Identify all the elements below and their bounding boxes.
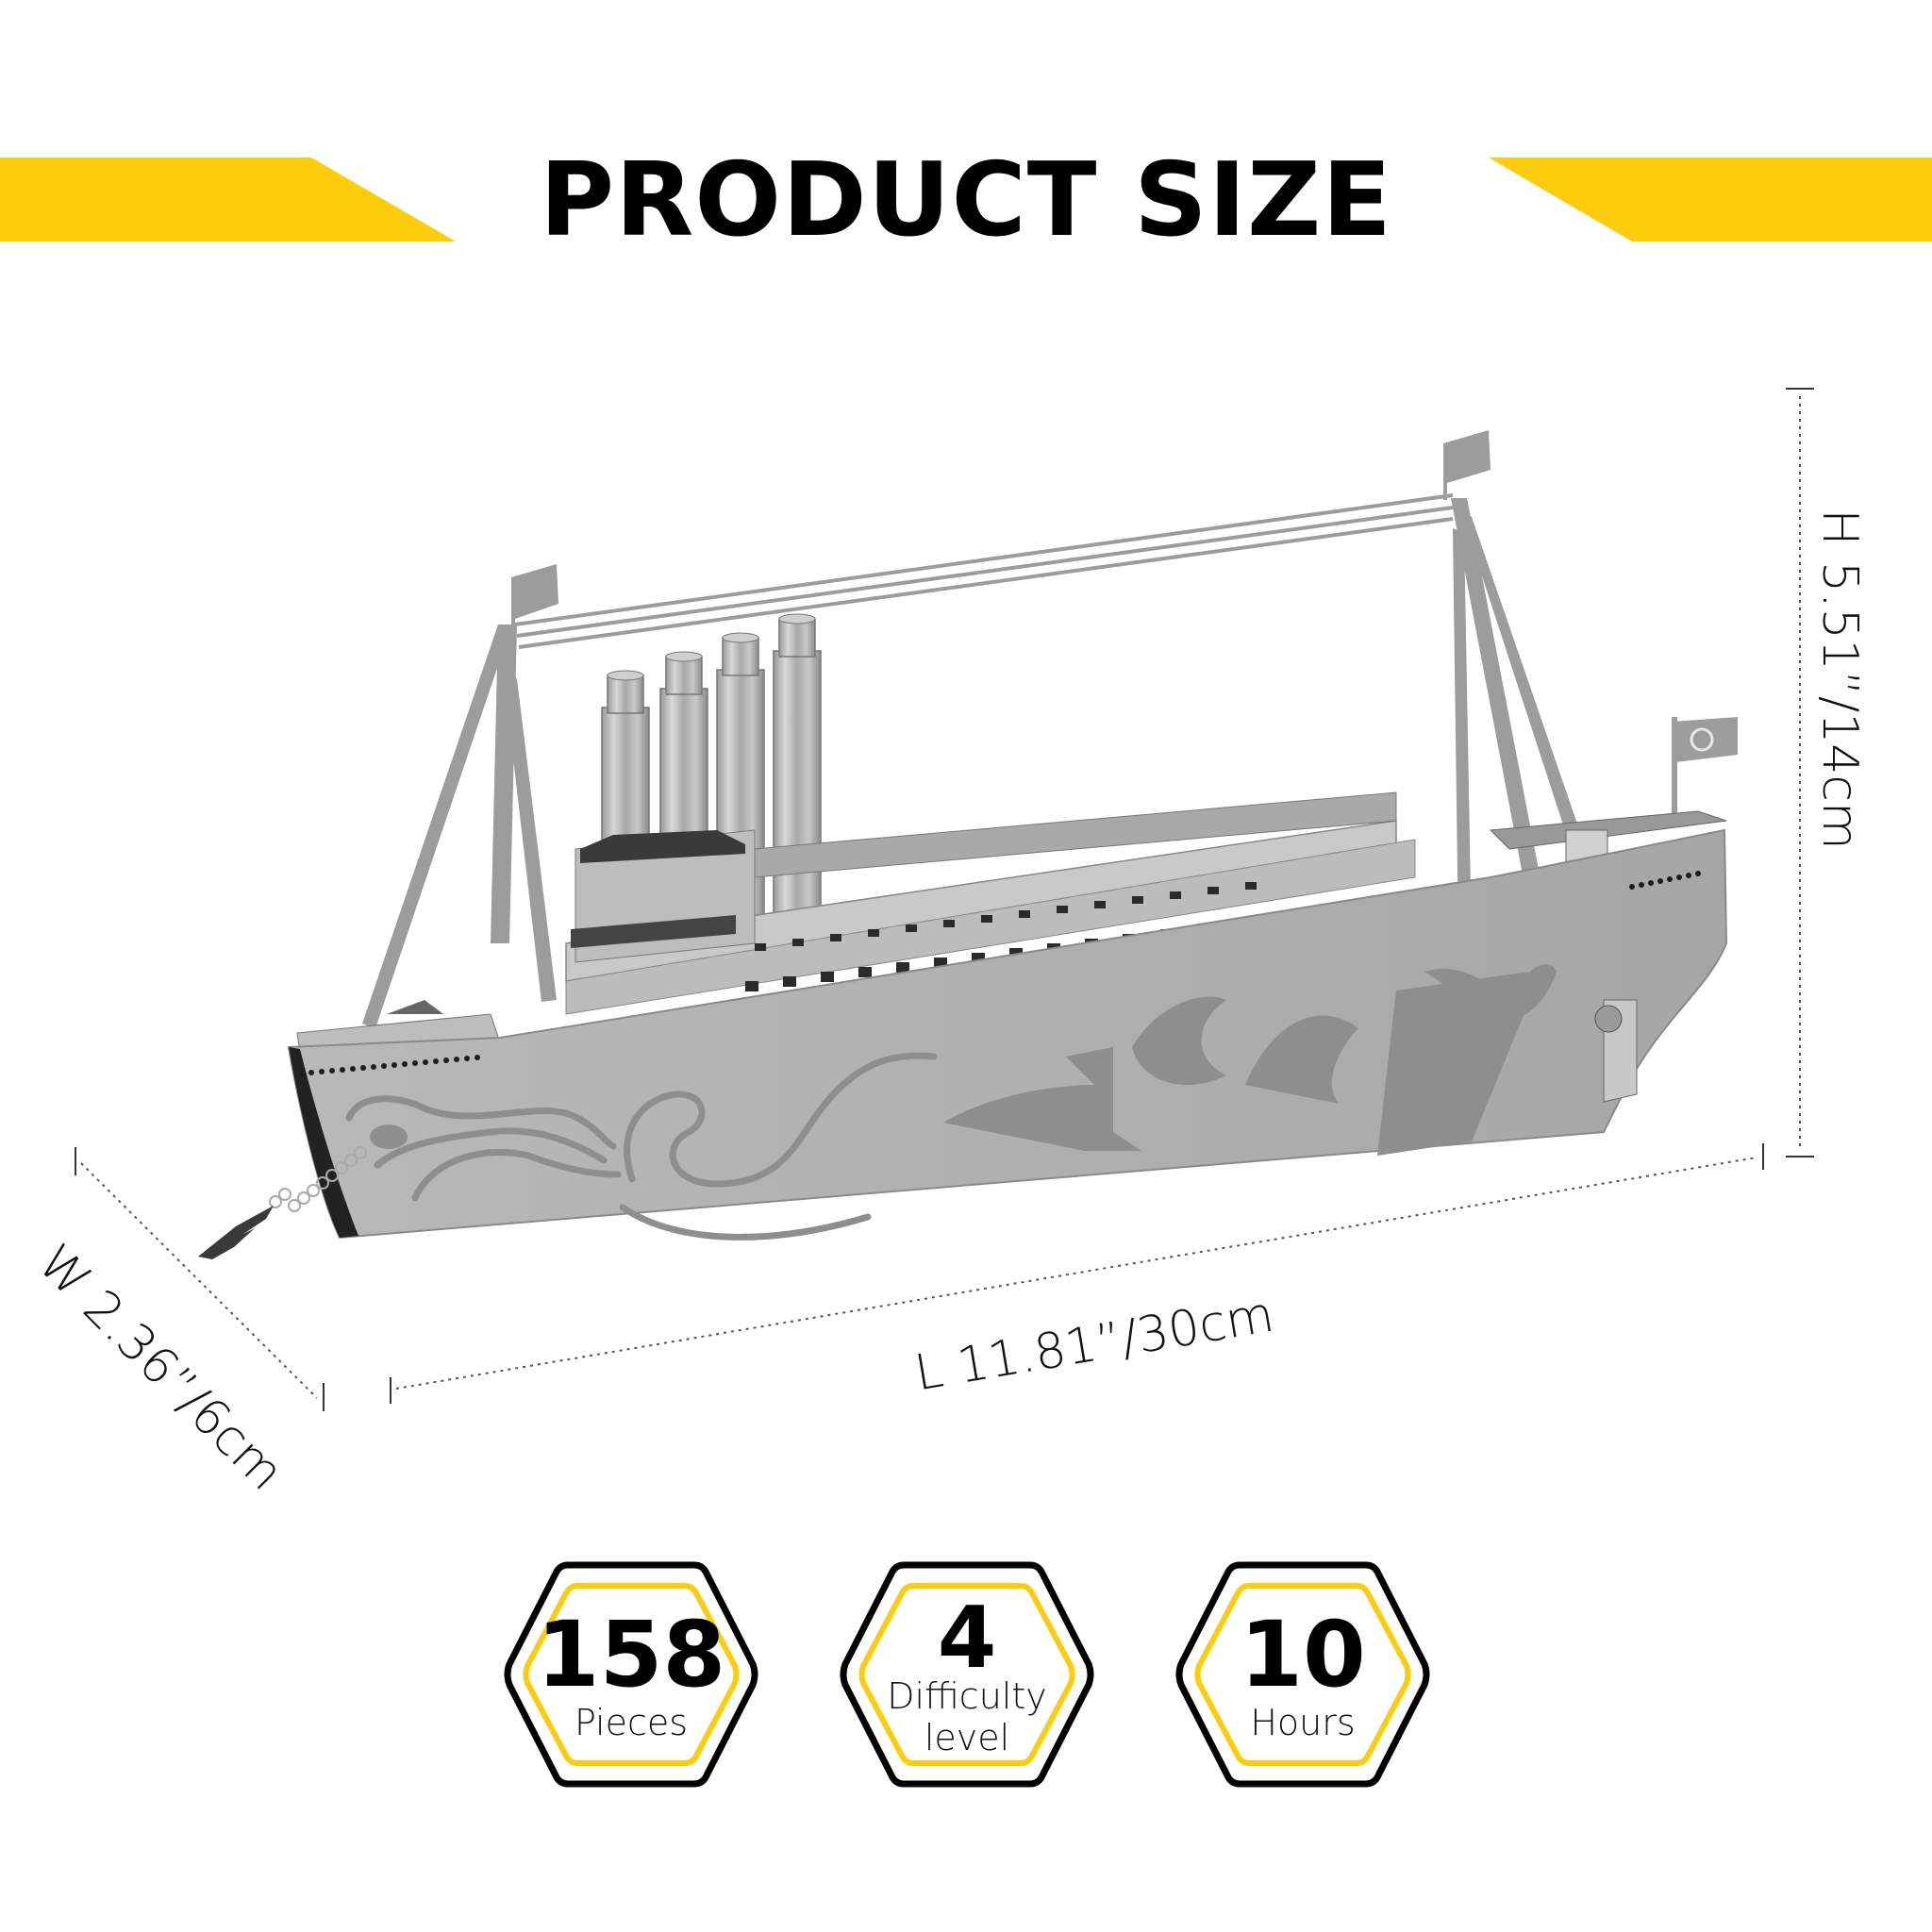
ship-illustration bbox=[75, 388, 1814, 1411]
stern-flag-icon bbox=[1672, 717, 1738, 762]
badge-difficulty: 4 Difficulty level bbox=[838, 1560, 1096, 1789]
hexagon-icon bbox=[504, 1561, 758, 1788]
badge-label-line2: level bbox=[924, 1717, 1010, 1758]
hexagon-icon bbox=[1175, 1561, 1430, 1788]
hexagon-icon bbox=[840, 1561, 1094, 1788]
hull bbox=[198, 828, 1728, 1259]
page-title: PRODUCT SIZE bbox=[539, 142, 1393, 259]
badge-value: 158 bbox=[536, 1602, 726, 1707]
height-dimension-label: H 5.51”/14cm bbox=[1811, 508, 1868, 850]
hull-shapes-decor bbox=[370, 964, 1557, 1156]
dimension-lines bbox=[75, 388, 1814, 1411]
badge-hours: 10 Hours bbox=[1174, 1560, 1432, 1789]
badge-pieces: 158 Pieces bbox=[502, 1560, 760, 1789]
anchor-chain bbox=[269, 1146, 367, 1212]
badge-label: Difficulty bbox=[887, 1675, 1047, 1717]
lifeboat-deck bbox=[754, 791, 1397, 878]
aft-flag-icon bbox=[1443, 430, 1491, 483]
superstructure bbox=[296, 791, 1727, 1053]
anchor-icon bbox=[198, 1206, 274, 1259]
left-yellow-banner bbox=[0, 158, 456, 242]
badge-value: 10 bbox=[1240, 1602, 1366, 1707]
rigging-stays bbox=[514, 493, 1454, 649]
badge-label: Pieces bbox=[574, 1702, 689, 1743]
bridge-roof bbox=[580, 830, 745, 863]
right-yellow-banner bbox=[1489, 158, 1932, 242]
header-banners bbox=[0, 158, 1932, 242]
badge-value: 4 bbox=[937, 1589, 997, 1688]
fore-flag-icon bbox=[511, 564, 558, 619]
badge-label: Hours bbox=[1250, 1702, 1356, 1743]
hull-wave-decor bbox=[345, 1052, 938, 1241]
mast-rigging bbox=[362, 430, 1738, 1028]
